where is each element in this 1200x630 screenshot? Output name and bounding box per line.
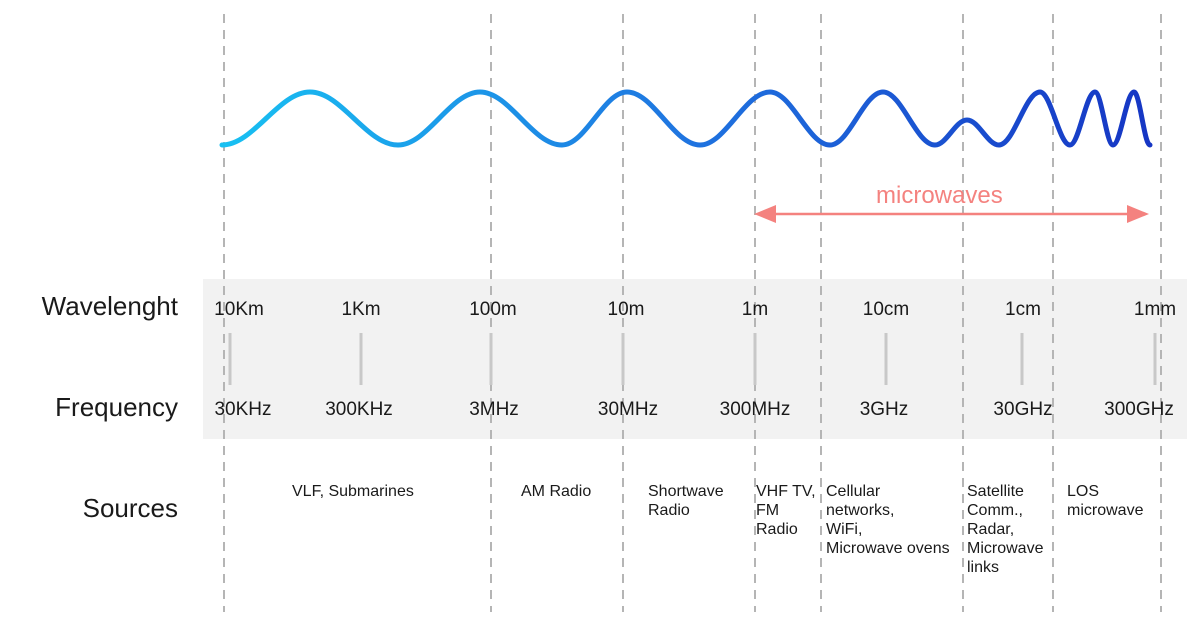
source-los-microwave: LOS microwave — [1067, 482, 1143, 520]
source-line: VHF TV, — [756, 483, 816, 500]
source-line: Radar, — [967, 521, 1015, 538]
source-vhf-fm: VHF TV, FM Radio — [756, 482, 816, 539]
source-vlf: VLF, Submarines — [292, 482, 414, 501]
source-line: microwave — [1067, 502, 1144, 519]
wavelength-tick-label: 10Km — [214, 299, 264, 320]
source-line: Radio — [756, 521, 798, 538]
source-shortwave: Shortwave Radio — [648, 482, 724, 520]
wavelength-tick-label: 1Km — [341, 299, 381, 320]
wavelength-tick-label: 10cm — [862, 299, 910, 320]
source-line: FM — [756, 502, 780, 519]
source-line: AM Radio — [521, 483, 592, 500]
frequency-tick-label: 300MHz — [719, 399, 791, 420]
wavelength-row-label: Wavelenght — [41, 291, 178, 321]
wavelength-tick-label: 1cm — [1005, 299, 1041, 320]
microwaves-label: microwaves — [876, 182, 1003, 209]
source-line: Shortwave — [648, 483, 724, 500]
source-line: Radio — [648, 502, 690, 519]
source-line: Satellite — [967, 483, 1024, 500]
scale-tick-marks — [228, 333, 1157, 385]
microwaves-arrow-right-head — [1127, 205, 1149, 223]
source-line: Microwave — [967, 540, 1044, 557]
source-line: Microwave ovens — [826, 540, 950, 557]
source-line: Comm., — [967, 502, 1023, 519]
frequency-tick-label: 3GHz — [859, 399, 909, 420]
source-line: WiFi, — [826, 521, 863, 538]
microwaves-arrow — [754, 205, 1149, 223]
frequency-tick-label: 300KHz — [325, 399, 393, 420]
source-line: LOS — [1067, 483, 1100, 500]
source-am-radio: AM Radio — [521, 482, 591, 501]
sources-row-label: Sources — [82, 493, 178, 523]
frequency-row-label: Frequency — [55, 392, 178, 422]
microwaves-arrow-left-head — [754, 205, 776, 223]
source-cellular: Cellular networks, WiFi, Microwave ovens — [826, 482, 950, 558]
wavelength-tick-label: 10m — [607, 299, 645, 320]
region-dividers — [223, 14, 1162, 612]
frequency-tick-label: 300GHz — [1104, 399, 1174, 420]
frequency-tick-label: 30GHz — [993, 399, 1053, 420]
source-line: VLF, Submarines — [292, 483, 414, 500]
frequency-tick-label: 3MHz — [469, 399, 519, 420]
wavelength-tick-label: 1mm — [1133, 299, 1177, 320]
frequency-tick-label: 30MHz — [597, 399, 659, 420]
wavelength-tick-label: 100m — [469, 299, 517, 320]
electromagnetic-wave — [219, 89, 1153, 148]
source-satellite: Satellite Comm., Radar, Microwave links — [967, 482, 1043, 577]
source-line: Cellular — [826, 483, 881, 500]
source-line: links — [967, 559, 1000, 576]
frequency-tick-label: 30KHz — [214, 399, 272, 420]
source-line: networks, — [826, 502, 895, 519]
wavelength-tick-label: 1m — [741, 299, 769, 320]
